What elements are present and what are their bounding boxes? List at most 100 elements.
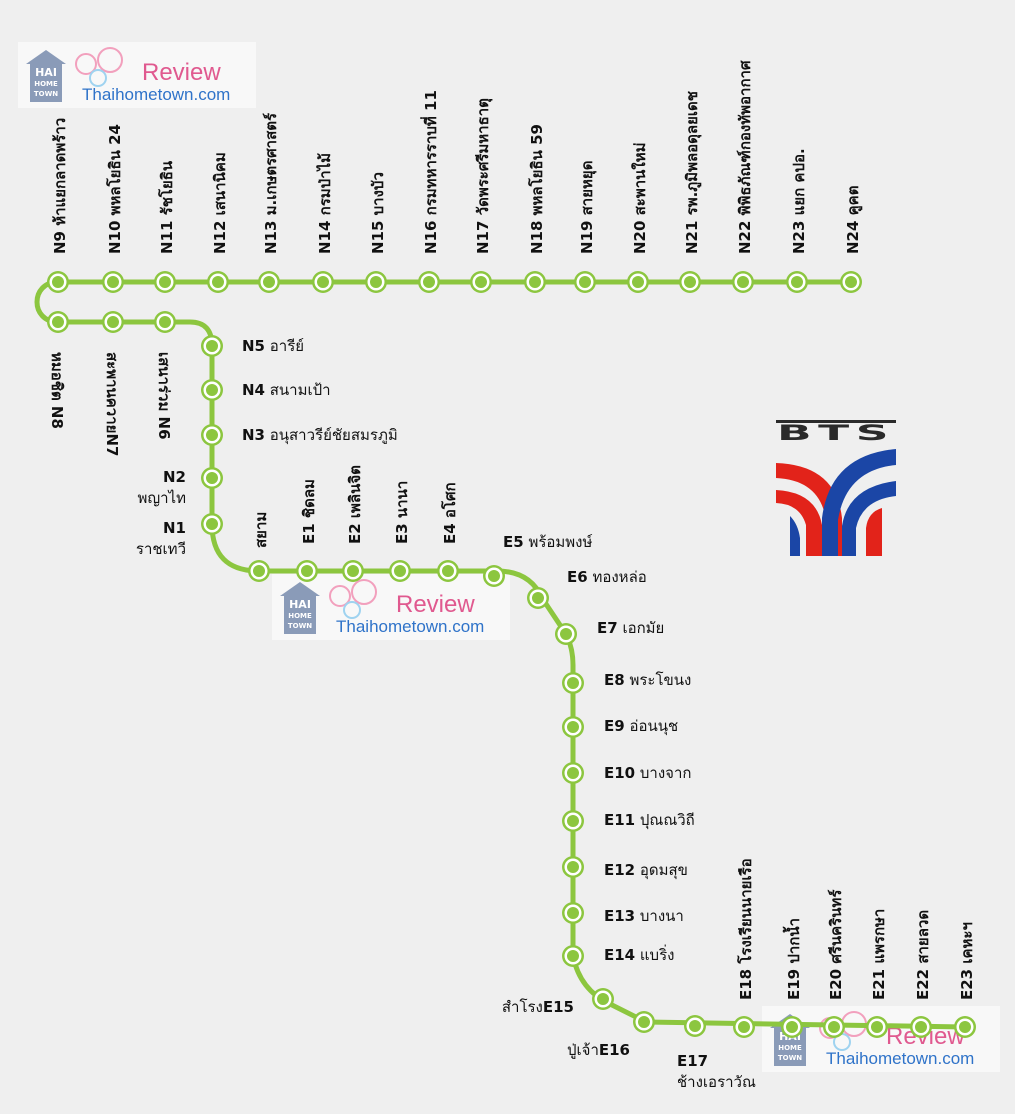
station-n19[interactable] <box>574 271 596 293</box>
watermark-badge-text: HOME <box>778 1044 802 1052</box>
station-center <box>212 276 224 288</box>
house-roof-icon <box>280 582 320 596</box>
station-e21[interactable] <box>866 1016 888 1038</box>
bts-logo: BTS <box>776 420 896 556</box>
station-cen[interactable] <box>248 560 270 582</box>
station-label: N20 สะพานใหม่ <box>631 142 649 254</box>
station-e3[interactable] <box>389 560 411 582</box>
station-e12[interactable] <box>562 856 584 878</box>
station-e7[interactable] <box>555 623 577 645</box>
station-n11[interactable] <box>154 271 176 293</box>
station-center <box>263 276 275 288</box>
station-label: N4 สนามเป้า <box>242 381 331 399</box>
station-center <box>475 276 487 288</box>
station-center <box>206 472 218 484</box>
station-center <box>871 1021 883 1033</box>
station-e11[interactable] <box>562 810 584 832</box>
station-e23[interactable] <box>954 1016 976 1038</box>
station-code: N4 <box>242 381 265 399</box>
station-label: E22 สายลวด <box>914 910 932 1000</box>
station-e6[interactable] <box>527 587 549 609</box>
station-n5[interactable] <box>201 335 223 357</box>
station-center <box>253 565 265 577</box>
station-name: อุดมสุข <box>635 861 688 880</box>
station-e22[interactable] <box>910 1016 932 1038</box>
station-e14[interactable] <box>562 945 584 967</box>
station-label: E10 บางจาก <box>604 764 691 782</box>
station-n3[interactable] <box>201 424 223 446</box>
station-code: E6 <box>567 568 588 586</box>
logo-arches <box>776 449 896 556</box>
station-e18[interactable] <box>733 1016 755 1038</box>
station-name: บางจาก <box>635 764 691 782</box>
station-n24[interactable] <box>840 271 862 293</box>
station-label: E3 นานา <box>393 481 411 544</box>
station-n13[interactable] <box>258 271 280 293</box>
station-e8[interactable] <box>562 672 584 694</box>
station-center <box>632 276 644 288</box>
station-e19[interactable] <box>781 1016 803 1038</box>
station-n6[interactable] <box>154 311 176 333</box>
station-e17[interactable] <box>684 1015 706 1037</box>
station-label: E21 แพรกษา <box>870 909 888 1000</box>
station-label: E18 โรงเรียนนายเรือ <box>736 858 755 1000</box>
smiley-icon <box>75 53 97 75</box>
station-e9[interactable] <box>562 716 584 738</box>
station-n18[interactable] <box>524 271 546 293</box>
station-label: N18 พหลโยธิน 59 <box>527 124 546 254</box>
station-center <box>567 815 579 827</box>
station-center <box>638 1016 650 1028</box>
station-n2[interactable] <box>201 467 223 489</box>
station-n1[interactable] <box>201 513 223 535</box>
station-label: หมอชิต N8 <box>48 352 66 429</box>
station-label: N12 เสนานิคม <box>211 152 229 254</box>
station-n8[interactable] <box>47 311 69 333</box>
station-e10[interactable] <box>562 762 584 784</box>
station-e2[interactable] <box>342 560 364 582</box>
station-e13[interactable] <box>562 902 584 924</box>
station-n22[interactable] <box>732 271 754 293</box>
station-n7[interactable] <box>102 311 124 333</box>
station-code: E11 <box>604 811 635 829</box>
station-e4[interactable] <box>437 560 459 582</box>
station-n23[interactable] <box>786 271 808 293</box>
station-code: N1 <box>163 519 186 537</box>
station-center <box>529 276 541 288</box>
station-label: E13 บางนา <box>604 907 684 925</box>
smiley-icon <box>351 579 377 605</box>
station-label: E5 พร้อมพงษ์ <box>503 533 593 551</box>
station-label: E2 เพลินจิต <box>346 465 364 544</box>
station-label: N10 พหลโยธิน 24 <box>105 124 124 254</box>
logo-red-arch-right <box>866 508 882 556</box>
station-n21[interactable] <box>679 271 701 293</box>
station-e16[interactable] <box>633 1011 655 1033</box>
station-e5[interactable] <box>483 565 505 587</box>
station-name: ทองหล่อ <box>588 568 647 586</box>
station-label: สะพานควายN7 <box>103 352 121 456</box>
watermark-badge-text: HAI <box>35 66 57 79</box>
station-name: อ่อนนุช <box>625 717 678 736</box>
station-label: E6 ทองหล่อ <box>567 568 647 586</box>
station-n16[interactable] <box>418 271 440 293</box>
station-center <box>159 276 171 288</box>
station-n20[interactable] <box>627 271 649 293</box>
station-n17[interactable] <box>470 271 492 293</box>
station-n10[interactable] <box>102 271 124 293</box>
station-n12[interactable] <box>207 271 229 293</box>
station-e15[interactable] <box>592 988 614 1010</box>
station-center <box>52 316 64 328</box>
station-n4[interactable] <box>201 379 223 401</box>
station-e20[interactable] <box>823 1016 845 1038</box>
route-line <box>34 279 968 1030</box>
station-e1[interactable] <box>296 560 318 582</box>
station-n14[interactable] <box>312 271 334 293</box>
station-label: N16 กรมทหารราบที่ 11 <box>420 90 440 254</box>
station-center <box>959 1021 971 1033</box>
station-n15[interactable] <box>365 271 387 293</box>
logo-blue-arch-left <box>790 516 800 556</box>
station-label: E12 อุดมสุข <box>604 861 688 880</box>
station-n9[interactable] <box>47 271 69 293</box>
